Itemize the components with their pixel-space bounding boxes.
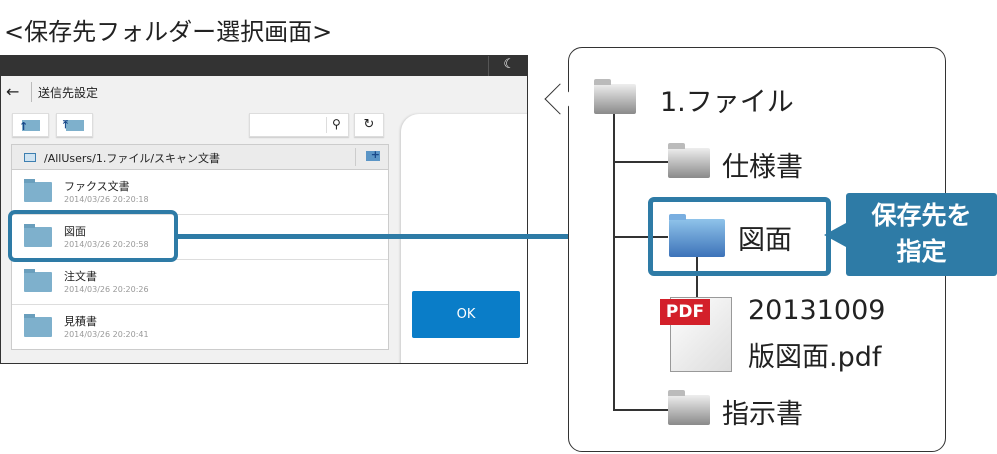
path-bar: /AllUsers/1.ファイル/スキャン文書 + xyxy=(12,145,388,170)
folder-date: 2014/03/26 20:20:18 xyxy=(64,195,149,204)
folder-name: ファクス文書 xyxy=(64,180,130,193)
folder-icon xyxy=(669,214,725,257)
device-screen: ☾ ← 送信先設定 ↑ ⤒ ⚲ ↻ /AllUsers/1.ファイル/スキャン文… xyxy=(0,55,528,364)
tree-item-selected: 図面 xyxy=(738,225,792,256)
folder-date: 2014/03/26 20:20:58 xyxy=(64,240,149,249)
tree-line xyxy=(613,409,668,411)
tree-line xyxy=(613,161,668,163)
divider xyxy=(326,117,327,133)
back-arrow-icon[interactable]: ← xyxy=(6,82,20,101)
refresh-icon: ↻ xyxy=(363,117,375,132)
connector-arrow xyxy=(178,234,593,239)
divider xyxy=(488,56,489,76)
list-item[interactable]: 図面 2014/03/26 20:20:58 xyxy=(12,215,388,260)
badge-pointer xyxy=(824,223,846,247)
list-item[interactable]: 見積書 2014/03/26 20:20:41 xyxy=(12,305,388,350)
folder-icon xyxy=(24,153,36,162)
folder-icon xyxy=(668,390,710,425)
file-name: 版図面.pdf xyxy=(748,342,882,373)
tree-root: 1.ファイル xyxy=(660,87,794,118)
ok-button[interactable]: OK xyxy=(412,291,520,338)
status-bar: ☾ xyxy=(1,56,527,76)
highlight-box xyxy=(8,210,178,262)
tree-line xyxy=(613,236,668,238)
current-path: /AllUsers/1.ファイル/スキャン文書 xyxy=(44,152,221,165)
folder-date: 2014/03/26 20:20:26 xyxy=(64,285,149,294)
destination-badge: 保存先を指定 xyxy=(846,193,997,276)
folder-name: 図面 xyxy=(64,225,86,238)
folder-list: /AllUsers/1.ファイル/スキャン文書 + ファクス文書 2014/03/… xyxy=(11,144,389,350)
folder-top-icon xyxy=(66,120,84,131)
header-title: 送信先設定 xyxy=(38,86,99,100)
search-icon[interactable]: ⚲ xyxy=(332,117,341,131)
new-folder-icon[interactable]: + xyxy=(366,149,380,161)
folder-icon xyxy=(24,314,52,337)
page-title: <保存先フォルダー選択画面> xyxy=(4,18,333,46)
tree-item: 指示書 xyxy=(722,399,803,430)
folder-icon xyxy=(594,79,636,114)
energy-saver-moon-icon[interactable]: ☾ xyxy=(503,57,515,72)
tree-line xyxy=(613,112,615,410)
divider xyxy=(31,82,32,102)
folder-icon xyxy=(24,269,52,292)
up-arrow-icon: ↑ xyxy=(19,120,29,133)
folder-name: 注文書 xyxy=(64,270,97,283)
folder-name: 見積書 xyxy=(64,315,97,328)
list-item[interactable]: ファクス文書 2014/03/26 20:20:18 xyxy=(12,170,388,215)
folder-up-icon xyxy=(22,120,40,131)
top-folder-button[interactable]: ⤒ xyxy=(56,113,93,137)
tree-line xyxy=(696,255,698,300)
list-item[interactable]: 注文書 2014/03/26 20:20:26 xyxy=(12,260,388,305)
folder-icon xyxy=(24,224,52,247)
badge-line: 保存先を xyxy=(871,201,972,230)
file-name: 20131009 xyxy=(748,295,886,326)
folder-icon xyxy=(24,179,52,202)
search-input[interactable]: ⚲ xyxy=(249,113,349,137)
divider xyxy=(355,148,356,166)
refresh-button[interactable]: ↻ xyxy=(354,113,384,137)
badge-line: 指定 xyxy=(896,237,947,266)
top-arrow-icon: ⤒ xyxy=(63,118,68,131)
pdf-label: PDF xyxy=(660,299,710,325)
tree-item: 仕様書 xyxy=(722,152,803,183)
folder-date: 2014/03/26 20:20:41 xyxy=(64,330,149,339)
folder-icon xyxy=(668,143,710,178)
parent-folder-button[interactable]: ↑ xyxy=(12,113,49,137)
